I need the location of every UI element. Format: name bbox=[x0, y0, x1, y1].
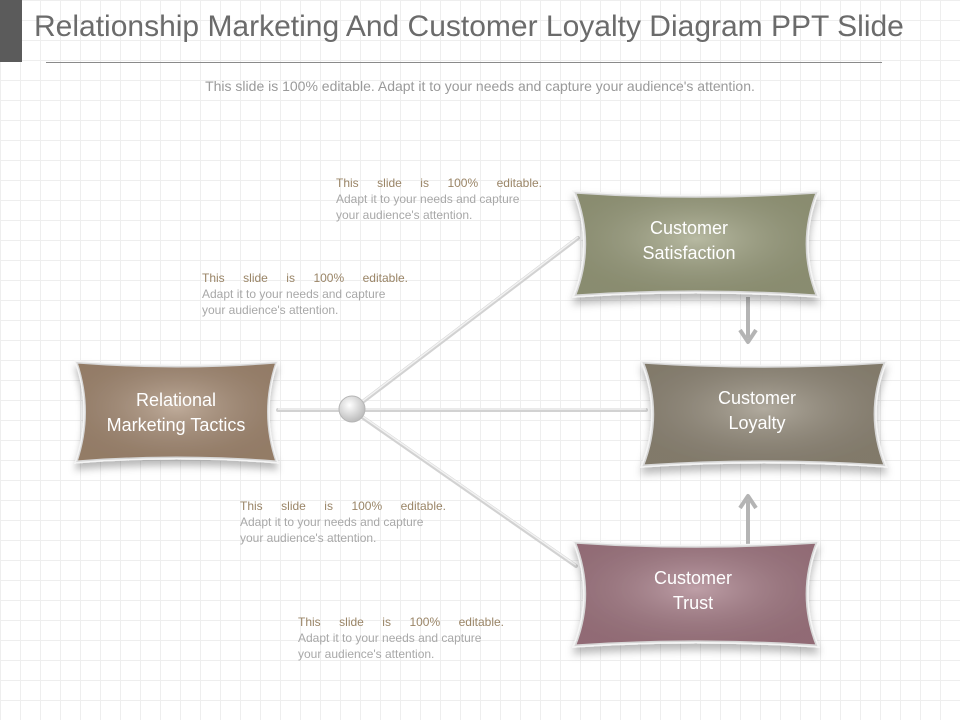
note-satisfaction: This slide is 100% editable. Adapt it to… bbox=[336, 175, 542, 223]
node-label-loyalty: Customer Loyalty bbox=[717, 388, 797, 433]
title-accent-bar bbox=[0, 0, 22, 62]
title-divider bbox=[46, 62, 882, 63]
note-source-lower: This slide is 100% editable. Adapt it to… bbox=[240, 498, 446, 546]
node-label-source: Relational Marketing Tactics bbox=[106, 390, 246, 435]
node-label-trust: Customer Trust bbox=[653, 568, 733, 613]
node-label-satisfaction: Customer Satisfaction bbox=[642, 218, 736, 263]
connector-hub-trust bbox=[350, 408, 578, 568]
note-heading: This slide is 100% editable. bbox=[240, 499, 446, 513]
note-heading: This slide is 100% editable. bbox=[336, 176, 542, 190]
note-body: Adapt it to your needs and capture your … bbox=[298, 631, 482, 661]
hub-node bbox=[338, 395, 366, 423]
note-heading: This slide is 100% editable. bbox=[298, 615, 504, 629]
note-body: Adapt it to your needs and capture your … bbox=[336, 192, 520, 222]
slide-subtitle: This slide is 100% editable. Adapt it to… bbox=[205, 78, 755, 94]
connector-lines bbox=[276, 236, 648, 568]
connector-hub-satisfaction bbox=[350, 236, 580, 412]
note-body: Adapt it to your needs and capture your … bbox=[202, 287, 386, 317]
note-heading: This slide is 100% editable. bbox=[202, 271, 408, 285]
note-trust: This slide is 100% editable. Adapt it to… bbox=[298, 614, 504, 662]
slide-title: Relationship Marketing And Customer Loya… bbox=[34, 10, 904, 43]
arrow-trust-to-loyalty bbox=[738, 494, 758, 546]
note-body: Adapt it to your needs and capture your … bbox=[240, 515, 424, 545]
arrow-satisfaction-to-loyalty bbox=[738, 297, 758, 344]
note-source-upper: This slide is 100% editable. Adapt it to… bbox=[202, 270, 408, 318]
